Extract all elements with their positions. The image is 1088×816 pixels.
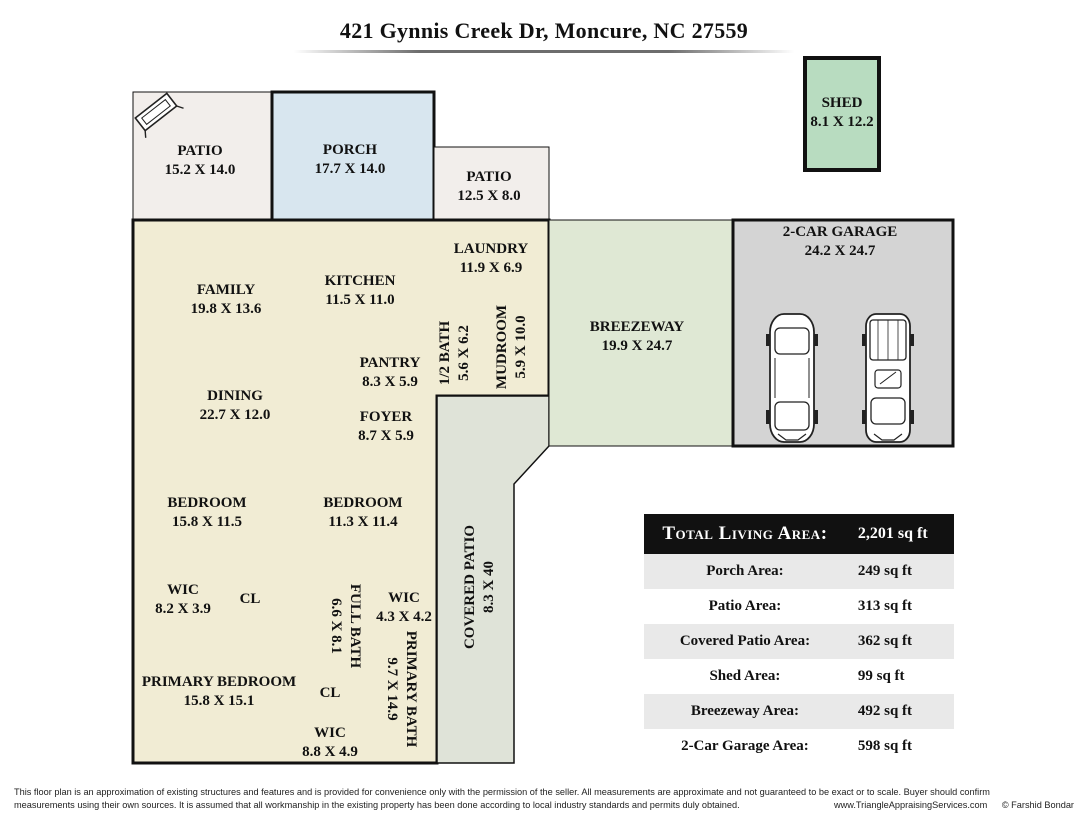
area-row-value: 598 sq ft	[857, 738, 913, 754]
area-row: Patio Area: 313 sq ft	[644, 589, 954, 624]
area-summary-table: Total Living Area: 2,201 sq ft Porch Are…	[644, 514, 954, 764]
area-row-value: 362 sq ft	[857, 633, 913, 649]
truck-car-icon	[862, 313, 914, 443]
area-row: 2-Car Garage Area: 598 sq ft	[644, 729, 954, 764]
total-living-area-value: 2,201 sq ft	[857, 525, 928, 542]
area-row-value: 99 sq ft	[857, 668, 905, 684]
area-row-value: 249 sq ft	[857, 563, 913, 579]
area-row: Shed Area: 99 sq ft	[644, 659, 954, 694]
copyright-text: © Farshid Bondar	[1001, 800, 1074, 810]
area-row-label: Covered Patio Area:	[679, 633, 811, 649]
shed-area	[803, 56, 881, 172]
suv-car-icon	[766, 313, 818, 443]
area-row-label: Breezeway Area:	[690, 703, 800, 719]
total-living-area-label: Total Living Area:	[662, 523, 828, 544]
area-row: Porch Area: 249 sq ft	[644, 554, 954, 589]
area-row-label: Porch Area:	[706, 563, 784, 579]
grill-icon	[134, 92, 184, 138]
area-row-label: Shed Area:	[709, 668, 781, 684]
disclaimer-line-1: This floor plan is an approximation of e…	[14, 787, 990, 797]
property-address-title: 421 Gynnis Creek Dr, Moncure, NC 27559	[339, 18, 749, 43]
area-row-value: 492 sq ft	[857, 703, 913, 719]
area-row-value: 313 sq ft	[857, 598, 913, 614]
room-label-closet-1: CL	[239, 591, 261, 607]
total-living-area-row: Total Living Area: 2,201 sq ft	[644, 514, 954, 554]
room-label-closet-2: CL	[319, 685, 341, 701]
area-row-label: Patio Area:	[708, 598, 782, 614]
area-row: Covered Patio Area: 362 sq ft	[644, 624, 954, 659]
area-row-label: 2-Car Garage Area:	[681, 738, 809, 754]
area-row: Breezeway Area: 492 sq ft	[644, 694, 954, 729]
website-link[interactable]: www.TriangleAppraisingServices.com	[833, 800, 988, 810]
disclaimer-line-2: measurements using their own sources. It…	[14, 800, 740, 810]
disclaimer-footer: This floor plan is an approximation of e…	[14, 786, 1074, 812]
title-underline	[294, 50, 794, 53]
breezeway-area	[548, 219, 734, 447]
